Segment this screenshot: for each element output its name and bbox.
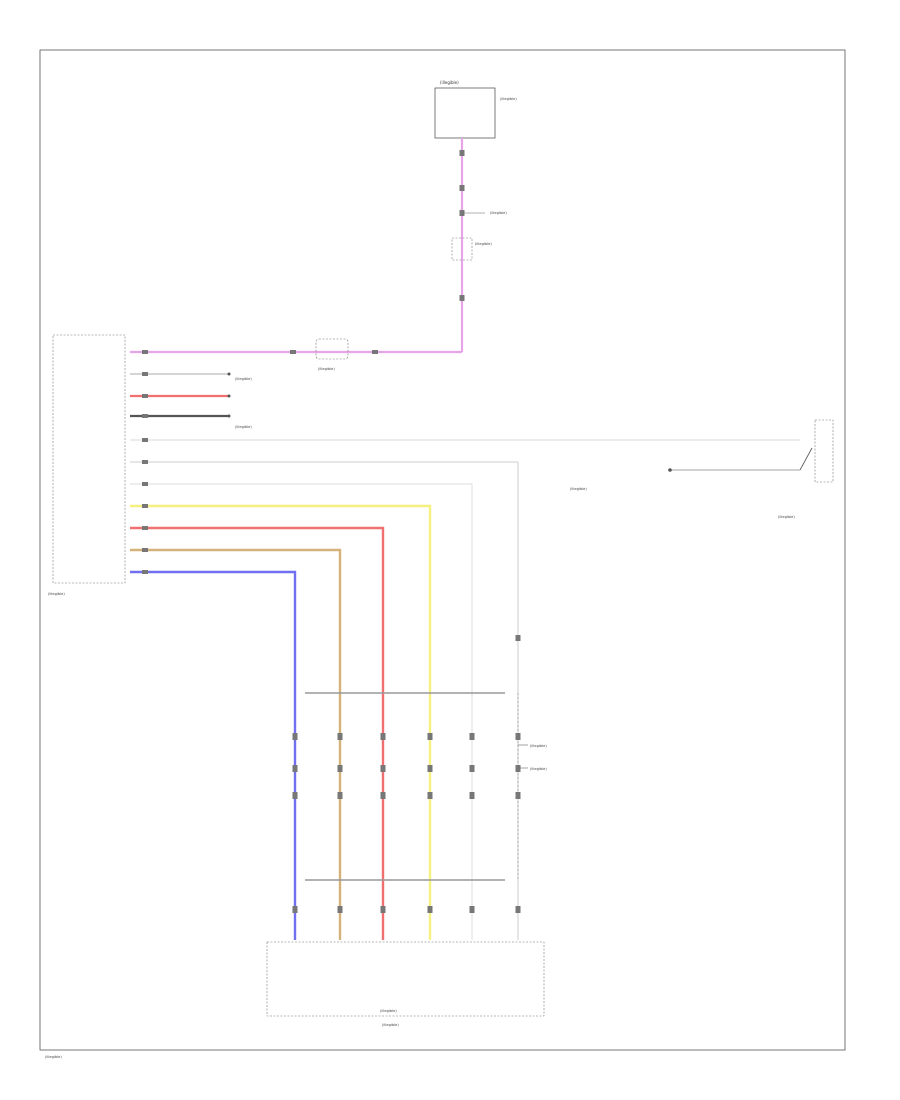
switch-terminal [668, 468, 672, 472]
bottom-unit [266, 941, 545, 1017]
corner-code: (illegible) [45, 1055, 62, 1059]
stub-end-2 [227, 394, 231, 398]
right-switch-box [814, 419, 834, 483]
joint-connector-label: (illegible) [490, 211, 507, 215]
fuse-box-label: (illegible) [440, 80, 459, 85]
side-tap-label-1: (illegible) [530, 744, 547, 748]
harness-connector-marks [292, 733, 521, 913]
diagram-frame [39, 49, 846, 1051]
left-unit [52, 334, 126, 584]
stub-end-1 [227, 372, 231, 376]
left-unit-label: (illegible) [48, 592, 65, 596]
pin-marks [142, 372, 148, 574]
fuse-box [434, 87, 496, 139]
right-switch-label: (illegible) [778, 515, 795, 519]
ground-ref-label: (illegible) [235, 377, 252, 381]
right-switch-notes: (illegible) [570, 487, 587, 491]
bottom-unit-label: (illegible) [380, 1009, 397, 1013]
stub-end-3 [227, 414, 231, 418]
bottom-unit-sublabel: (illegible) [382, 1023, 399, 1027]
inline-connector-pink [315, 338, 349, 360]
mid-connector-label: (illegible) [475, 242, 492, 246]
wire-tan [130, 548, 342, 940]
inline-connector-pink-label: (illegible) [318, 367, 335, 371]
wire-gray-1 [130, 461, 519, 940]
wire-gray-2 [130, 483, 473, 940]
switch-blade [799, 447, 813, 471]
wire-red [130, 526, 385, 940]
fuse-box-notes: (illegible) [500, 97, 517, 101]
side-tap-label-2: (illegible) [530, 767, 547, 771]
gray-wire-connector [515, 635, 521, 641]
ground-ref-label-2: (illegible) [235, 425, 252, 429]
wire-blue [130, 570, 297, 940]
pink-wire-marks [142, 350, 378, 354]
